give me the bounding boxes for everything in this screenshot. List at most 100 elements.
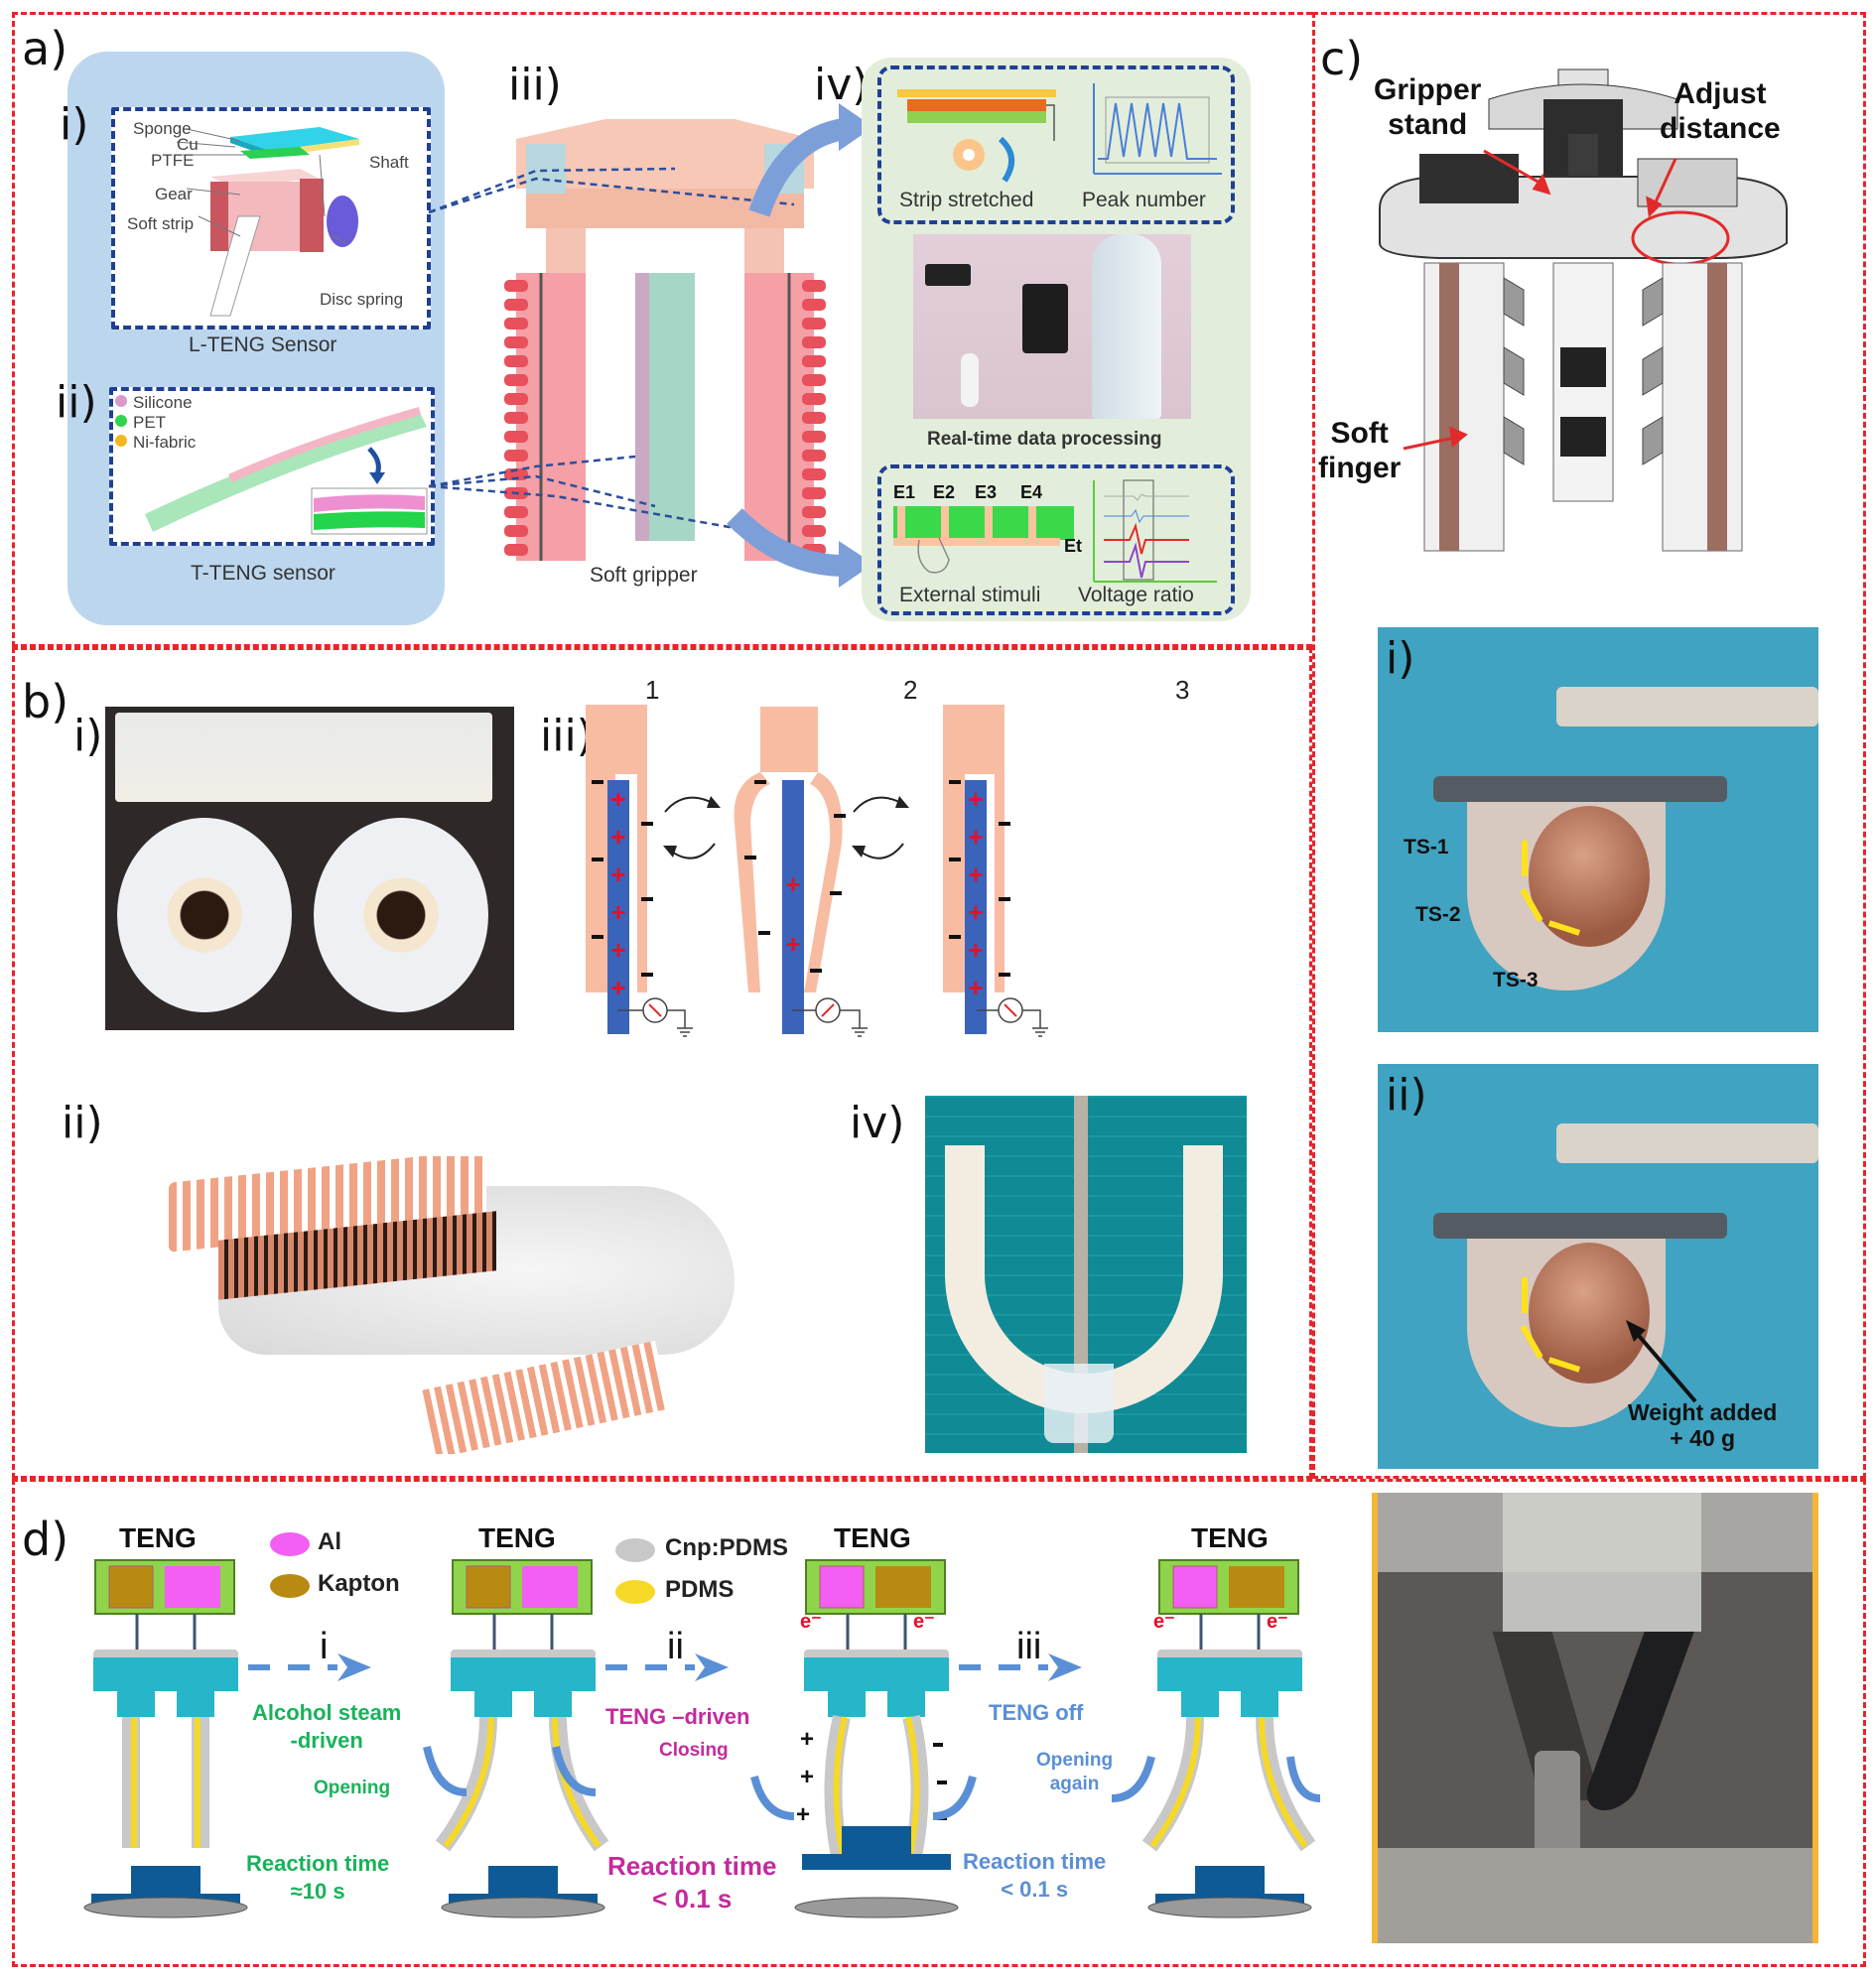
t-teng-caption: T-TENG sensor: [191, 562, 335, 585]
legend-al: Al: [318, 1528, 341, 1555]
sensor-ts1: [1522, 1277, 1528, 1313]
motion-arrow: [1286, 1756, 1321, 1802]
step-i-numeral: i: [320, 1626, 329, 1667]
positive-charge: +: [785, 869, 800, 899]
actuator-holder: [1157, 1657, 1302, 1691]
gripper-cup-photo: [925, 1096, 1247, 1453]
platform: [794, 1897, 959, 1918]
t-teng-strip: [145, 411, 427, 532]
real-time-processing-scene: [913, 234, 1191, 419]
negative-charge: [592, 935, 603, 939]
legend-dot-silicone: [115, 395, 127, 407]
egg-grasp-photo-ii: [1378, 1064, 1818, 1469]
electrode-e2: E2: [933, 482, 956, 502]
motion-arrow: [932, 1775, 977, 1820]
negative-charge: [834, 814, 846, 818]
step-i-driver: Alcohol steam -driven: [252, 1700, 402, 1753]
panel-a-iii-label: iii): [508, 60, 562, 110]
negative-charge: [949, 935, 961, 939]
gripper-rib-right: [802, 393, 826, 405]
arrow-to-peak-detection: [748, 118, 847, 217]
gripper-rib-left: [504, 544, 528, 556]
finger-pdms-layer: [833, 1716, 848, 1857]
electrode-e4: E4: [1020, 482, 1043, 502]
gripper-rib-left: [504, 468, 528, 480]
holder-cap: [1157, 1650, 1302, 1659]
callout-ptfe: PTFE: [151, 151, 195, 170]
gripper-frame: [1433, 776, 1727, 802]
gripper-rib-left: [504, 431, 528, 443]
finger-pdms-layer: [552, 1716, 602, 1848]
panel-a-label: a): [22, 22, 68, 75]
legend-dot-pet: [115, 415, 127, 427]
gripper-rib-left: [504, 355, 528, 367]
holder-leg: [117, 1687, 155, 1717]
holder-leg: [474, 1687, 512, 1717]
holder-leg: [887, 1687, 925, 1717]
peak-number-chart: [1093, 83, 1222, 175]
callout-gripper-stand: Gripper stand: [1374, 73, 1482, 141]
platform: [1147, 1897, 1312, 1918]
callout-disc-spring: Disc spring: [320, 290, 404, 309]
electron-label: e⁻: [800, 1611, 822, 1633]
gripper-closing-photo: [1372, 1493, 1818, 1943]
holder-leg: [828, 1687, 866, 1717]
gripper-rib-right: [802, 506, 826, 518]
holder-leg: [534, 1687, 572, 1717]
positive-charge: +: [968, 897, 983, 927]
l-teng-caption: L-TENG Sensor: [189, 333, 337, 356]
teng-label-4: TENG: [1191, 1522, 1269, 1553]
target-base: [802, 1854, 951, 1870]
ts2-label: TS-2: [1415, 903, 1461, 926]
step-ii-numeral: ii: [667, 1626, 684, 1667]
teng-label-3: TENG: [834, 1522, 911, 1553]
strip-stretched-illustration: [897, 89, 1056, 183]
acrylic-holder: [1503, 1493, 1701, 1632]
gripper-rib-left: [504, 525, 528, 537]
electron-label: e⁻: [913, 1611, 935, 1633]
panel-b-border: [12, 647, 1312, 1479]
gripper-top-plate: [516, 119, 814, 189]
electrode-illustration: [893, 506, 1074, 574]
gripper-rib-left: [504, 450, 528, 462]
negative-charge: [754, 780, 766, 784]
actuator-curled-left: [117, 818, 292, 1012]
panel-b-ii-label: ii): [62, 1098, 103, 1148]
panel-d-label: d): [22, 1513, 69, 1566]
motion-arrow: [423, 1746, 468, 1796]
target-object: [488, 1866, 558, 1896]
panel-a-i-label: i): [60, 99, 89, 150]
ts3-label: TS-3: [1493, 969, 1539, 991]
ptfe-layer: [240, 147, 310, 159]
holder-cap: [451, 1650, 596, 1659]
positive-charge: +: [800, 1726, 814, 1753]
positive-charge: +: [968, 973, 983, 1002]
negative-charge: [744, 856, 756, 859]
electrode-e1: E1: [893, 482, 916, 502]
t-teng-illustration: [115, 395, 428, 535]
callout-shaft: Shaft: [369, 153, 409, 172]
panel-b-iv-label: iv): [850, 1098, 905, 1148]
egg: [1529, 806, 1650, 947]
legend-cnp-pdms: Cnp:PDMS: [665, 1534, 788, 1561]
platform: [441, 1897, 605, 1918]
positive-charge: +: [796, 1801, 810, 1828]
callout-soft-strip: Soft strip: [127, 214, 195, 233]
egg-grasp-photo-i: [1378, 627, 1818, 1032]
gripper-rib-right: [802, 468, 826, 480]
weight-arrow-icon: [1626, 1320, 1697, 1403]
arrow-to-voltage-ratio: [727, 508, 845, 577]
gripper-rib-right: [802, 450, 826, 462]
right-finger: [1662, 262, 1743, 552]
target-object: [1195, 1866, 1265, 1896]
step-arrow-head: [337, 1653, 371, 1681]
callout-adjust-distance: Adjust distance: [1660, 77, 1781, 145]
positive-charge: +: [610, 822, 625, 852]
callout-cu: Cu: [177, 135, 199, 154]
teng-pad: [165, 1566, 220, 1608]
l-teng-illustration: [176, 127, 359, 317]
positive-charge: +: [968, 859, 983, 889]
teng-pad: [875, 1566, 931, 1608]
gripper-rib-right: [802, 318, 826, 330]
callout-sponge: Sponge: [133, 119, 192, 138]
